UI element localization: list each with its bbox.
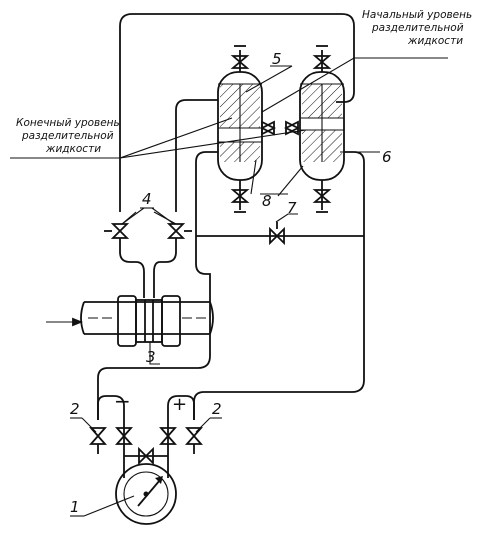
callout-6: 6 [382, 148, 392, 166]
vessel-left [217, 71, 263, 181]
initial-level-line3: жидкости [407, 35, 463, 47]
valve-left-top [104, 223, 130, 239]
callout-3: 3 [146, 348, 156, 366]
lower-impulse-piping [97, 151, 365, 420]
final-level-line3: жидкости [45, 143, 101, 155]
initial-level-annotation: Начальный уровень разделительной жидкост… [362, 9, 472, 47]
callout-2-right: 2 [212, 400, 222, 418]
pressure-gauge [115, 463, 177, 525]
callout-5: 5 [272, 50, 282, 68]
vessel-right [299, 71, 345, 181]
callout-8: 8 [262, 192, 272, 210]
callout-4: 4 [142, 190, 152, 208]
main-pipeline [80, 295, 214, 347]
initial-level-line1: Начальный уровень [362, 9, 472, 21]
valve-pair-4 [104, 211, 192, 239]
minus-sign: − [114, 389, 131, 413]
callout-2-left: 2 [70, 400, 80, 418]
callout-7: 7 [287, 199, 297, 217]
equalizing-valve-7 [269, 222, 285, 246]
valve-right-top [166, 223, 192, 239]
orifice-taps [119, 238, 177, 298]
bottom-manifold [89, 395, 203, 478]
final-level-line2: разделительной [21, 130, 114, 142]
final-level-annotation: Конечный уровень разделительной жидкости [16, 117, 120, 155]
initial-level-line2: разделительной [371, 22, 464, 34]
final-level-line1: Конечный уровень [16, 117, 120, 129]
upper-impulse-loop [119, 13, 355, 212]
vessel-valves [230, 45, 332, 213]
plus-sign: + [172, 394, 187, 415]
leader-lines [10, 57, 448, 517]
callout-1: 1 [70, 498, 80, 516]
